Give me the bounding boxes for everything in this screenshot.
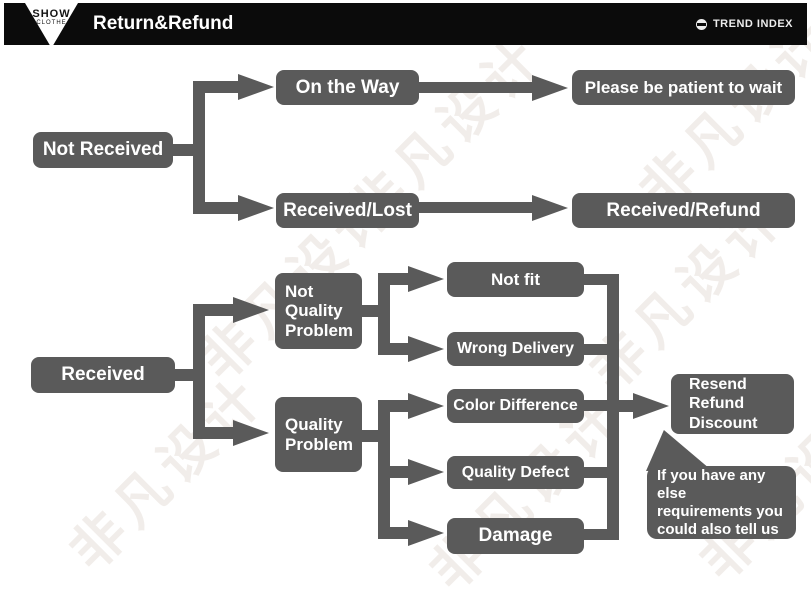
header-bar: Return&Refund TREND INDEX	[4, 3, 807, 45]
arrowhead	[233, 420, 269, 446]
connector-line	[193, 304, 235, 316]
connector-line	[378, 400, 410, 412]
node-quality-problem: Quality Problem	[275, 397, 362, 472]
connector-line	[419, 202, 534, 213]
logo-text-show: SHOW	[32, 8, 71, 20]
node-please-be-patient: Please be patient to wait	[572, 70, 795, 105]
connector-line	[584, 467, 619, 478]
arrowhead	[238, 74, 274, 100]
node-wrong-delivery: Wrong Delivery	[447, 332, 584, 366]
node-not-received: Not Received	[33, 132, 173, 168]
connector-line	[607, 274, 619, 540]
connector-line	[419, 82, 534, 93]
trend-index-icon	[695, 18, 707, 30]
arrowhead	[408, 266, 444, 292]
arrowhead	[408, 459, 444, 485]
node-received-lost: Received/Lost	[276, 193, 419, 228]
arrowhead	[233, 297, 269, 323]
node-resend-refund-discount: Resend Refund Discount	[671, 374, 794, 434]
connector-line	[378, 527, 410, 539]
node-on-the-way: On the Way	[276, 70, 419, 105]
connector-line	[362, 430, 380, 442]
connector-line	[584, 400, 619, 411]
node-damage: Damage	[447, 518, 584, 554]
arrowhead	[408, 336, 444, 362]
arrowhead	[408, 520, 444, 546]
node-not-quality-problem: Not Quality Problem	[275, 273, 362, 349]
node-color-difference: Color Difference	[447, 389, 584, 423]
connector-line	[378, 273, 390, 355]
arrowhead	[238, 195, 274, 221]
logo-text-clothe: CLOTHE	[36, 20, 67, 26]
brand-label: TREND INDEX	[712, 18, 793, 30]
node-received: Received	[31, 357, 175, 393]
connector-line	[193, 81, 240, 93]
arrowhead	[408, 393, 444, 419]
arrowhead	[532, 195, 568, 221]
connector-line	[619, 400, 635, 412]
speech-bubble-note: If you have any else requirements you co…	[647, 466, 796, 539]
connector-line	[584, 274, 619, 285]
connector-line	[378, 273, 410, 285]
connector-line	[193, 427, 235, 439]
node-quality-defect: Quality Defect	[447, 456, 584, 489]
node-received-refund: Received/Refund	[572, 193, 795, 228]
connector-line	[193, 81, 205, 214]
connector-line	[584, 344, 619, 355]
arrowhead	[532, 75, 568, 101]
connector-line	[193, 202, 240, 214]
connector-line	[378, 343, 410, 355]
connector-line	[362, 305, 380, 317]
node-not-fit: Not fit	[447, 262, 584, 297]
connector-line	[378, 466, 410, 478]
arrowhead	[633, 393, 669, 419]
brand-area: TREND INDEX	[695, 3, 793, 45]
speech-bubble-tail	[646, 430, 710, 471]
connector-line	[193, 304, 205, 439]
page-title: Return&Refund	[93, 13, 234, 34]
connector-line	[584, 529, 619, 540]
